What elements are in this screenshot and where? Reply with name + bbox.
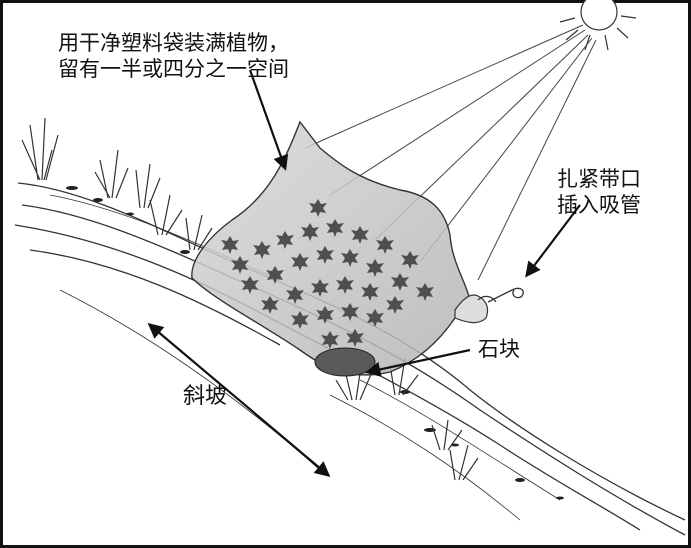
stone bbox=[314, 347, 376, 377]
tie-straw-line2: 插入吸管 bbox=[557, 193, 641, 218]
slope-double-arrow bbox=[147, 323, 331, 477]
plastic-bag bbox=[191, 120, 471, 376]
arrow-to-stone bbox=[364, 348, 471, 377]
arrows bbox=[147, 69, 581, 477]
tie-straw-label: 扎紧带口 插入吸管 bbox=[557, 166, 641, 219]
arrow-to-bag bbox=[248, 69, 289, 171]
arrow-to-straw bbox=[525, 204, 581, 278]
grass-tufts bbox=[21, 117, 479, 481]
bag-instruction-line2: 留有一半或四分之一空间 bbox=[58, 57, 289, 82]
soil-marks bbox=[66, 186, 564, 500]
straw bbox=[487, 287, 524, 303]
sun-icon bbox=[559, 0, 637, 51]
stone-label: 石块 bbox=[478, 337, 520, 361]
tie-straw-line1: 扎紧带口 bbox=[557, 167, 641, 191]
bag-instruction-label: 用干净塑料袋装满植物， 留有一半或四分之一空间 bbox=[58, 30, 289, 83]
bag-neck-tie bbox=[454, 294, 497, 324]
slope-label: 斜坡 bbox=[183, 384, 228, 409]
bag-instruction-line1: 用干净塑料袋装满植物， bbox=[58, 31, 289, 55]
